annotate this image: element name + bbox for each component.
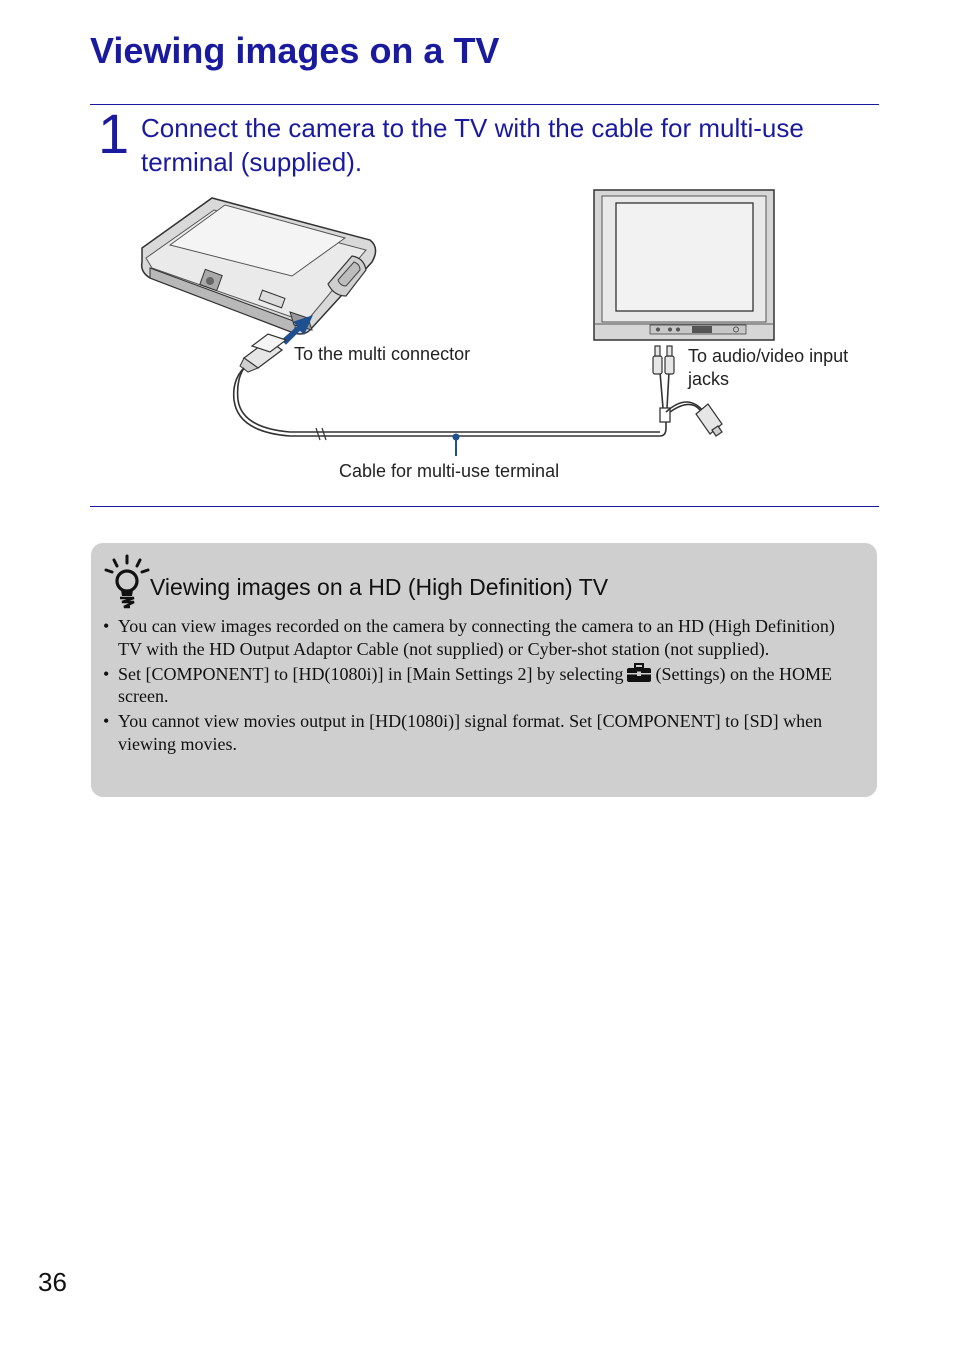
multi-connector-plug	[239, 333, 288, 373]
label-multi-connector: To the multi connector	[294, 344, 471, 364]
section-top-rule	[90, 104, 879, 105]
camera-illustration	[140, 197, 377, 345]
page-title: Viewing images on a TV	[90, 30, 500, 71]
rca-plugs	[652, 345, 675, 375]
cable-callout-line	[452, 433, 460, 456]
usb-plug	[695, 403, 723, 437]
hint-item-text-after: (Settings) on the HOME screen.	[118, 663, 832, 707]
label-cable: Cable for multi-use terminal	[339, 461, 560, 481]
lightbulb-hint-icon	[104, 554, 150, 609]
toolbox-settings-icon	[627, 662, 652, 682]
hint-item-component-setting: Set [COMPONENT] to [HD(1080i)] in [Main …	[103, 662, 853, 708]
hint-item-hd-tv: You can view images recorded on the came…	[103, 615, 853, 660]
hint-item-text-before: Set [COMPONENT] to [HD(1080i)] in [Main …	[118, 663, 624, 684]
hint-item-movies: You cannot view movies output in [HD(108…	[103, 710, 853, 755]
tv-illustration	[593, 189, 775, 341]
section-bottom-rule	[90, 506, 879, 507]
label-av-input-jacks: To audio/video input jacks	[688, 346, 849, 389]
connection-diagram	[140, 189, 775, 456]
hint-title: Viewing images on a HD (High Definition)…	[150, 574, 609, 600]
step-number: 1	[98, 102, 130, 165]
step-instruction: Connect the camera to the TV with the ca…	[141, 113, 804, 177]
page-number: 36	[38, 1267, 67, 1297]
multi-use-cable	[232, 367, 705, 441]
hint-list: You can view images recorded on the came…	[103, 615, 853, 758]
